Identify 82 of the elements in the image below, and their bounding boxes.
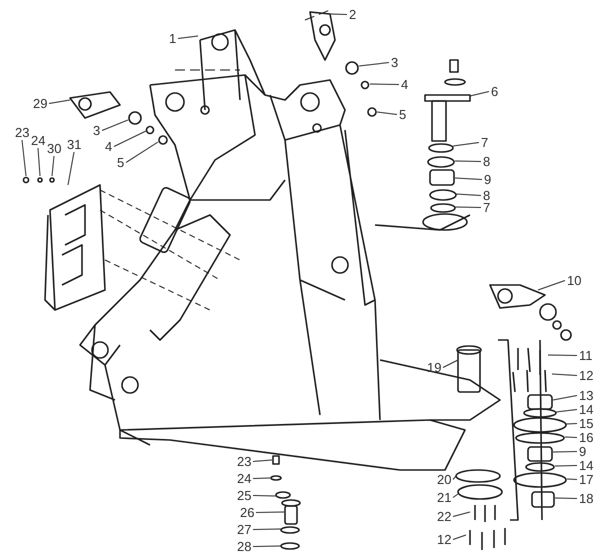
leader-line bbox=[52, 156, 54, 176]
callout-number: 7 bbox=[480, 136, 490, 149]
leader-line bbox=[566, 478, 578, 480]
leader-line bbox=[48, 100, 70, 104]
callout-number: 2 bbox=[348, 8, 358, 21]
leader-line bbox=[454, 160, 482, 162]
leader-line bbox=[252, 495, 276, 496]
leader-line bbox=[452, 534, 466, 540]
leader-line bbox=[566, 423, 578, 424]
leader-line bbox=[376, 112, 398, 115]
leader-line bbox=[538, 280, 566, 290]
leader-line bbox=[252, 528, 282, 530]
leader-line bbox=[178, 36, 198, 39]
callout-number: 1 bbox=[168, 32, 178, 45]
leader-line bbox=[252, 546, 282, 547]
leader-line bbox=[552, 451, 578, 452]
callout-number: 20 bbox=[436, 473, 452, 486]
leader-line bbox=[68, 152, 74, 186]
leader-line bbox=[102, 120, 128, 131]
callout-number: 9 bbox=[578, 445, 588, 458]
leader-line bbox=[252, 460, 272, 462]
leader-line bbox=[38, 148, 40, 176]
leader-line bbox=[452, 142, 480, 146]
leader-line bbox=[358, 62, 390, 66]
callout-number: 3 bbox=[92, 124, 102, 137]
leader-line bbox=[456, 194, 482, 196]
callout-number: 29 bbox=[32, 97, 48, 110]
callout-number: 10 bbox=[566, 274, 582, 287]
leader-line bbox=[552, 374, 578, 376]
leader-line bbox=[548, 354, 578, 356]
callout-number: 5 bbox=[398, 108, 408, 121]
leader-line bbox=[252, 478, 270, 479]
leader-line bbox=[564, 436, 578, 438]
leader-line bbox=[114, 130, 146, 147]
callout-number: 4 bbox=[104, 140, 114, 153]
callout-number: 21 bbox=[436, 491, 452, 504]
callout-number: 26 bbox=[239, 506, 256, 519]
leader-line bbox=[454, 178, 482, 180]
callout-number: 5 bbox=[116, 156, 126, 169]
callout-number: 4 bbox=[400, 78, 410, 91]
callout-number: 22 bbox=[436, 510, 452, 523]
callout-number: 7 bbox=[482, 201, 492, 214]
callout-number: 15 bbox=[578, 417, 594, 430]
leader-line bbox=[256, 512, 284, 513]
leader-line bbox=[452, 494, 458, 498]
leader-line bbox=[454, 206, 482, 208]
leader-line bbox=[22, 140, 26, 176]
callout-number: 28 bbox=[236, 540, 252, 553]
callout-number: 8 bbox=[482, 189, 492, 202]
leader-line bbox=[552, 395, 578, 400]
leader-line bbox=[442, 360, 458, 368]
callout-number: 14 bbox=[578, 459, 594, 472]
callout-number: 18 bbox=[578, 492, 594, 505]
leader-line bbox=[126, 142, 158, 163]
callout-number: 17 bbox=[578, 473, 594, 486]
callout-number: 27 bbox=[236, 523, 252, 536]
callout-number: 23 bbox=[236, 455, 252, 468]
callout-number: 19 bbox=[426, 361, 442, 374]
callout-number: 13 bbox=[578, 389, 594, 402]
callout-number: 9 bbox=[483, 173, 492, 186]
leader-line bbox=[370, 84, 400, 85]
callout-number: 14 bbox=[578, 403, 594, 416]
callout-number: 12 bbox=[578, 369, 594, 382]
leader-line bbox=[554, 465, 578, 466]
callout-number: 25 bbox=[236, 489, 252, 502]
callout-number: 6 bbox=[490, 85, 500, 98]
leader-line bbox=[452, 512, 470, 517]
callout-number: 16 bbox=[578, 431, 594, 444]
callout-number: 3 bbox=[390, 56, 400, 69]
callout-number: 12 bbox=[436, 533, 452, 546]
leader-line bbox=[470, 91, 490, 96]
callout-number: 24 bbox=[30, 134, 46, 147]
callout-number: 30 bbox=[46, 142, 62, 155]
callout-number: 23 bbox=[14, 126, 30, 139]
callout-number: 31 bbox=[66, 138, 82, 151]
callout-number: 8 bbox=[482, 155, 492, 168]
callout-number: 11 bbox=[578, 349, 594, 362]
leader-line bbox=[554, 498, 578, 499]
leader-line bbox=[556, 409, 578, 412]
leader-line bbox=[330, 14, 348, 15]
callout-number: 24 bbox=[236, 472, 252, 485]
leader-line bbox=[452, 476, 456, 480]
